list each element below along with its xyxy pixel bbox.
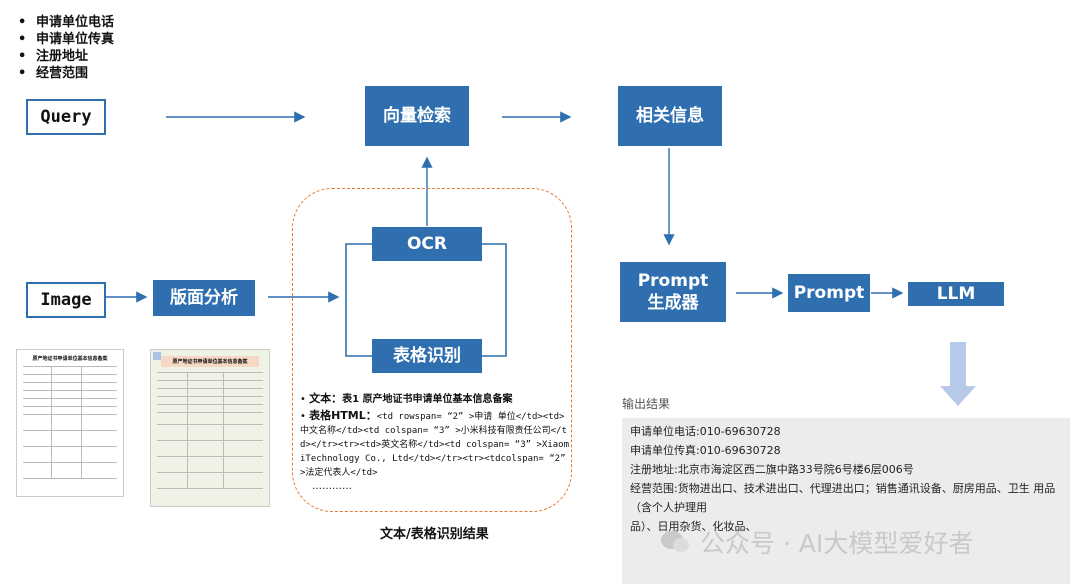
- document-title: 原产地证书申请单位基本信息备案: [161, 356, 259, 367]
- document-thumbnail-annotated: 原产地证书申请单位基本信息备案: [150, 349, 270, 507]
- prompt-generator-line1: Prompt: [637, 271, 709, 291]
- ocr-node: OCR: [372, 227, 482, 261]
- output-line: 申请单位电话:010-69630728: [630, 425, 781, 438]
- table-html-result: • 表格HTML：<td rowspan= “2” >申请 单位</td><td…: [300, 409, 569, 478]
- llm-node: LLM: [908, 282, 1004, 306]
- output-line: 申请单位传真:010-69630728: [630, 444, 781, 457]
- document-title: 原产地证书申请单位基本信息备案: [32, 356, 108, 362]
- output-line: 注册地址:北京市海淀区西二旗中路33号院6号楼6层006号: [630, 463, 914, 476]
- wechat-icon: [661, 531, 689, 552]
- layout-analysis-node: 版面分析: [153, 280, 255, 316]
- recognition-caption: 文本/表格识别结果: [380, 527, 489, 542]
- query-node: Query: [26, 99, 106, 135]
- down-arrow-icon: [940, 342, 976, 406]
- table-recognition-node: 表格识别: [372, 339, 482, 373]
- related-info-node: 相关信息: [618, 86, 722, 146]
- query-item: 注册地址: [18, 48, 114, 65]
- branch-bracket: [345, 243, 372, 357]
- watermark-text: 公众号 · AI大模型爱好者: [700, 529, 974, 558]
- branch-bracket-right: [482, 243, 507, 357]
- query-field-list: 申请单位电话 申请单位传真 注册地址 经营范围: [18, 14, 114, 82]
- document-thumbnail-original: 原产地证书申请单位基本信息备案: [16, 349, 124, 497]
- output-panel: 申请单位电话:010-69630728 申请单位传真:010-69630728 …: [622, 418, 1070, 584]
- text-result: • 文本：表1 原产地证书申请单位基本信息备案: [300, 392, 513, 405]
- query-item: 申请单位电话: [18, 14, 114, 31]
- output-line: 经营范围:货物进出口、技术进出口、代理进出口；销售通讯设备、厨房用品、卫生 用品…: [630, 482, 1056, 514]
- output-title: 输出结果: [622, 397, 671, 411]
- ellipsis: …………: [312, 481, 352, 492]
- query-item: 经营范围: [18, 65, 114, 82]
- recognition-region: [292, 188, 572, 512]
- query-item: 申请单位传真: [18, 31, 114, 48]
- prompt-node: Prompt: [788, 274, 870, 312]
- vector-search-node: 向量检索: [365, 86, 469, 146]
- watermark: 公众号 · AI大模型爱好者: [660, 524, 973, 560]
- recognition-result-text: • 文本：表1 原产地证书申请单位基本信息备案 • 表格HTML：<td row…: [300, 392, 572, 494]
- prompt-generator-line2: 生成器: [647, 293, 699, 313]
- prompt-generator-node: Prompt 生成器: [620, 262, 726, 322]
- image-node: Image: [26, 282, 106, 318]
- output-line: 品）、日用杂货、化妆品、: [630, 520, 757, 533]
